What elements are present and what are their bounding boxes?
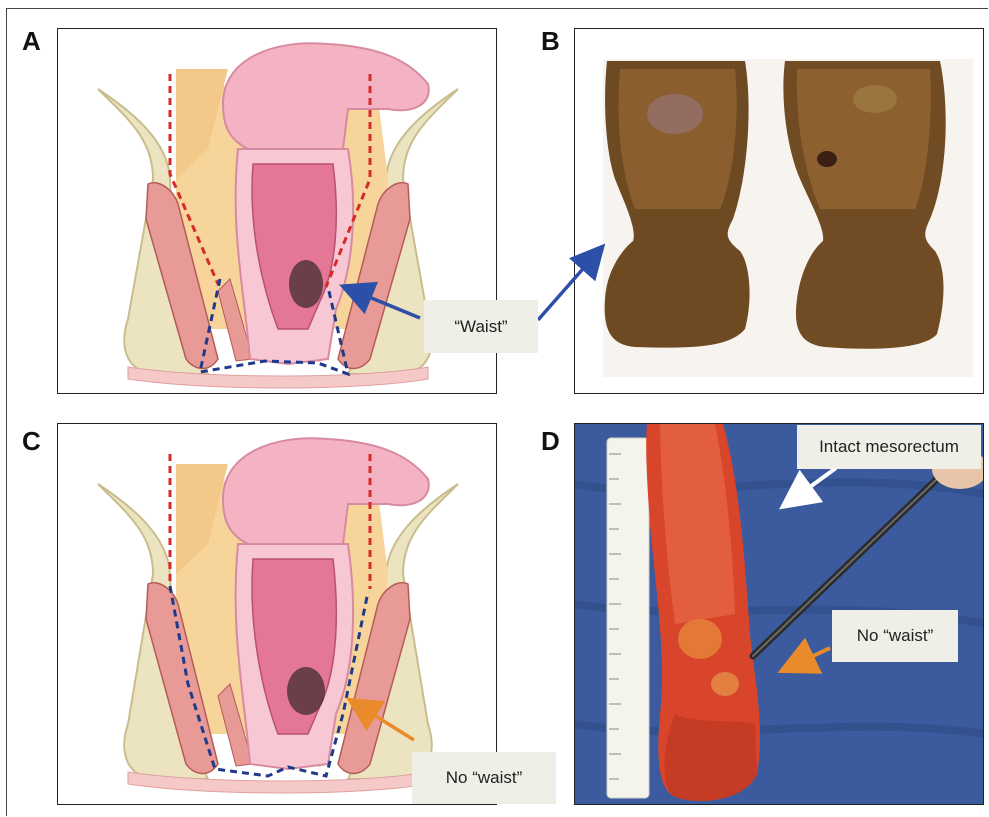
specimen-photo-b — [575, 29, 984, 394]
panel-letter-c: C — [22, 428, 41, 454]
panel-b-specimen-photo — [574, 28, 984, 394]
no-waist-callout-c: No “waist” — [412, 752, 556, 804]
panel-letter-a: A — [22, 28, 41, 54]
panel-letter-b: B — [541, 28, 560, 54]
no-waist-callout-d: No “waist” — [832, 610, 958, 662]
panel-c-diagram — [57, 423, 497, 805]
figure-left-rule — [6, 8, 7, 816]
pelvis-illustration-c — [58, 424, 497, 805]
figure-top-rule — [6, 8, 988, 9]
intact-mesorectum-callout: Intact mesorectum — [797, 425, 981, 469]
panel-letter-d: D — [541, 428, 560, 454]
waist-callout: “Waist” — [424, 300, 538, 353]
